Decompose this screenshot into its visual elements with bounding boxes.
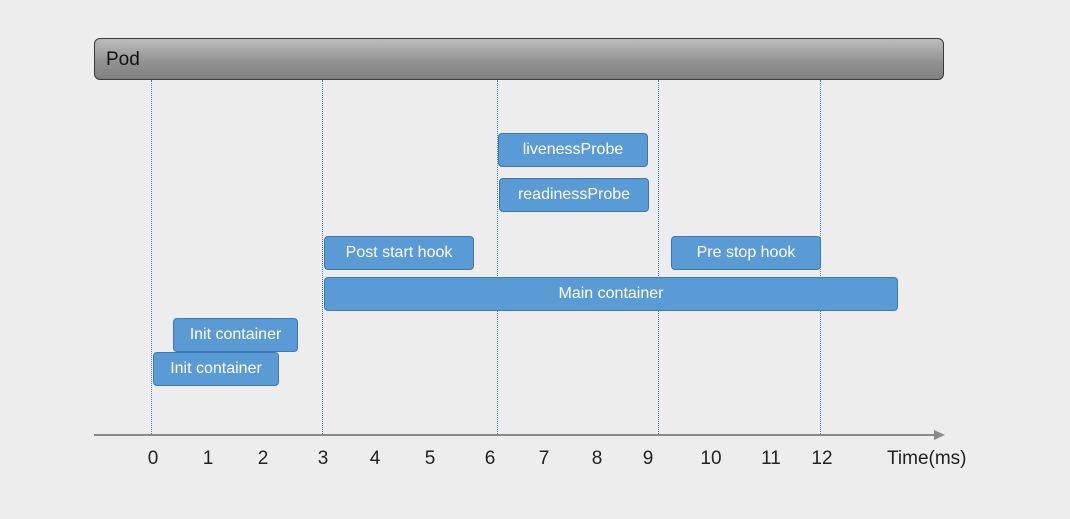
guide-line-6 [497, 80, 498, 436]
pod-label: Pod [106, 49, 140, 70]
tick-label: 5 [424, 448, 436, 469]
tick-label: 1 [202, 448, 214, 469]
guide-line-0 [151, 80, 152, 436]
post-start-hook-box: Post start hook [324, 236, 474, 270]
tick-label: 0 [147, 448, 159, 469]
pod-bar: Pod [94, 38, 944, 80]
tick-label: 8 [591, 448, 603, 469]
time-axis-title: Time(ms) [887, 448, 967, 469]
guide-line-3 [322, 80, 323, 436]
time-axis-line [94, 434, 936, 436]
tick-label: 9 [642, 448, 654, 469]
tick-label: 12 [811, 448, 833, 469]
tick-label: 11 [761, 448, 781, 469]
liveness-probe-box: livenessProbe [498, 133, 648, 167]
main-container-box: Main container [324, 277, 898, 311]
guide-line-9 [658, 80, 659, 436]
pre-stop-hook-box: Pre stop hook [671, 236, 821, 270]
init-container-box-2: Init container [153, 352, 279, 386]
tick-label: 2 [257, 448, 269, 469]
time-axis-arrow-icon [934, 430, 945, 440]
tick-label: 10 [700, 448, 722, 469]
tick-label: 3 [317, 448, 329, 469]
tick-label: 7 [538, 448, 550, 469]
tick-label: 6 [484, 448, 496, 469]
tick-label: 4 [369, 448, 381, 469]
init-container-box-1: Init container [173, 318, 298, 352]
readiness-probe-box: readinessProbe [499, 178, 649, 212]
